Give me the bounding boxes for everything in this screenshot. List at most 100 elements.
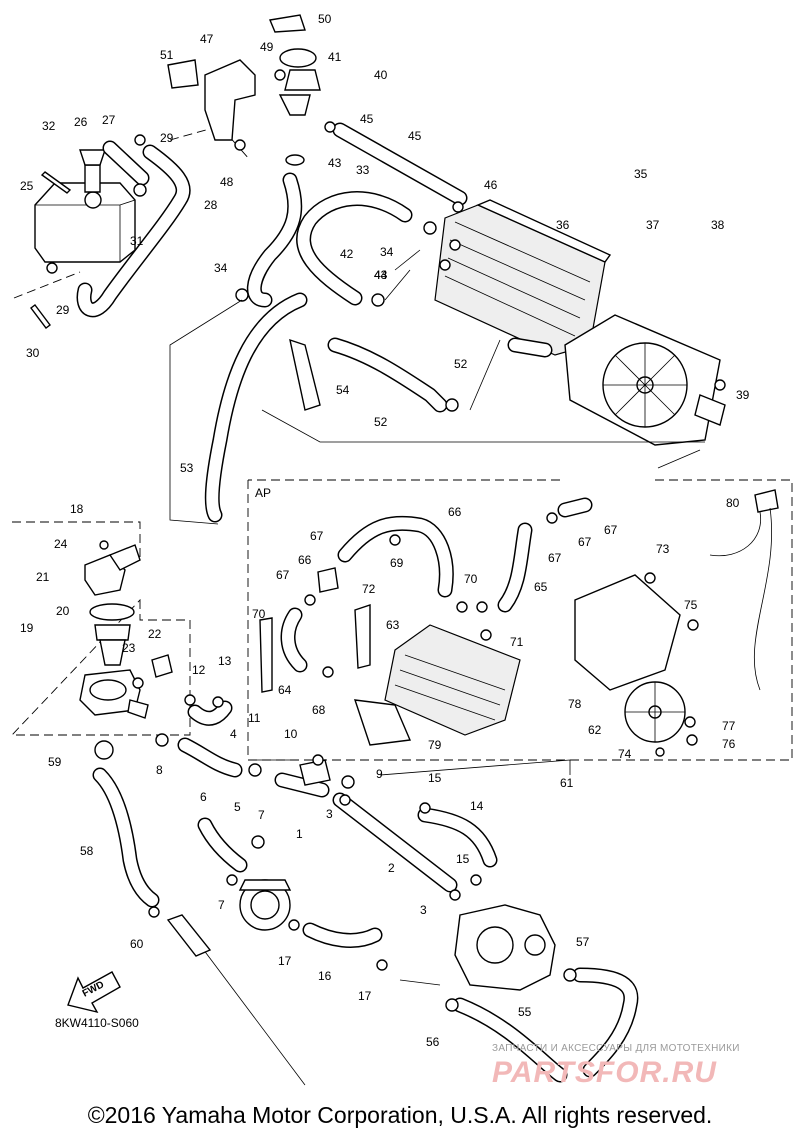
ap-group-label: AP	[255, 486, 272, 500]
callout: 30	[26, 346, 40, 360]
callout: 38	[711, 218, 725, 232]
callout: 14	[470, 799, 484, 813]
callout: 59	[48, 755, 62, 769]
callout: 46	[484, 178, 498, 192]
callout-numbers: 1 2 3 3 4 5 6 7 7 8 9 10 11 12 13 14 15 …	[20, 12, 750, 1049]
callout: 68	[312, 703, 326, 717]
callout: 32	[42, 119, 56, 133]
callout: 64	[278, 683, 292, 697]
callout: 54	[336, 383, 350, 397]
callout: 77	[722, 719, 736, 733]
callout: 26	[74, 115, 88, 129]
callout: 22	[148, 627, 162, 641]
callout: 50	[318, 12, 332, 26]
callout: 42	[340, 247, 354, 261]
callout: 27	[102, 113, 116, 127]
callout: 61	[560, 776, 574, 790]
callout: 24	[54, 537, 68, 551]
callout: 34	[380, 245, 394, 259]
callout: 67	[604, 523, 618, 537]
callout: 18	[70, 502, 84, 516]
callout: 47	[200, 32, 214, 46]
ap-group-parts	[259, 489, 779, 757]
callout: 70	[252, 607, 266, 621]
callout: 45	[360, 112, 374, 126]
thermostat-assembly	[79, 540, 173, 719]
watermark-brand: PARTSFOR.RU	[492, 1056, 717, 1089]
callout: 15	[428, 771, 442, 785]
callout: 40	[374, 68, 388, 82]
callout: 13	[218, 654, 232, 668]
callout: 72	[362, 582, 376, 596]
callout: 7	[218, 898, 225, 912]
callout: 65	[534, 580, 548, 594]
lower-hoses	[92, 694, 498, 971]
callout: 39	[736, 388, 750, 402]
callout: 67	[310, 529, 324, 543]
callout: 66	[448, 505, 462, 519]
callout: 10	[284, 727, 298, 741]
callout: 43	[328, 156, 342, 170]
callout: 48	[220, 175, 234, 189]
callout: 3	[326, 807, 333, 821]
callout: 67	[548, 551, 562, 565]
callout: 71	[510, 635, 524, 649]
callout: 55	[518, 1005, 532, 1019]
callout: 12	[192, 663, 206, 677]
callout: 52	[374, 415, 388, 429]
callout: 8	[156, 763, 163, 777]
callout: 44	[374, 268, 388, 282]
callout: 53	[180, 461, 194, 475]
callout: 58	[80, 844, 94, 858]
callout: 74	[618, 747, 632, 761]
callout: 67	[276, 568, 290, 582]
callout: 52	[454, 357, 468, 371]
copyright-notice: ©2016 Yamaha Motor Corporation, U.S.A. A…	[87, 1102, 713, 1128]
water-cooler	[238, 879, 292, 931]
callout: 80	[726, 496, 740, 510]
callout: 76	[722, 737, 736, 751]
forward-arrow-icon	[67, 971, 121, 1014]
callout: 34	[214, 261, 228, 275]
callout: 67	[578, 535, 592, 549]
callout: 69	[390, 556, 404, 570]
reservoir-hoses	[30, 134, 191, 329]
callout: 43	[374, 268, 388, 282]
callout: 17	[278, 954, 292, 968]
callout: 28	[204, 198, 218, 212]
fan-shroud	[564, 314, 726, 446]
callout: 17	[358, 989, 372, 1003]
callout: 7	[258, 808, 265, 822]
callout: 60	[130, 937, 144, 951]
callout: 23	[122, 641, 136, 655]
filler-neck-assembly	[167, 14, 468, 206]
callout: 62	[588, 723, 602, 737]
callout: 33	[356, 163, 370, 177]
coolant-reservoir	[34, 149, 136, 274]
callout: 35	[634, 167, 648, 181]
callout: 29	[56, 303, 70, 317]
callout: 73	[656, 542, 670, 556]
callout: 1	[296, 827, 303, 841]
callout: 16	[318, 969, 332, 983]
callout: 21	[36, 570, 50, 584]
callout: 3	[420, 903, 427, 917]
callout: 66	[298, 553, 312, 567]
callout: 78	[568, 697, 582, 711]
upper-hoses	[204, 121, 553, 523]
leader-lines	[169, 249, 705, 1086]
callout: 49	[260, 40, 274, 54]
callout: 11	[248, 711, 261, 725]
callout: 75	[684, 598, 698, 612]
callout: 57	[576, 935, 590, 949]
water-pump	[166, 904, 639, 1083]
callout: 20	[56, 604, 70, 618]
callout: 79	[428, 738, 442, 752]
callout: 19	[20, 621, 34, 635]
callout: 6	[200, 790, 207, 804]
radiator	[434, 199, 612, 356]
callout: 9	[376, 767, 383, 781]
callout: 45	[408, 129, 422, 143]
callout: 15	[456, 852, 470, 866]
